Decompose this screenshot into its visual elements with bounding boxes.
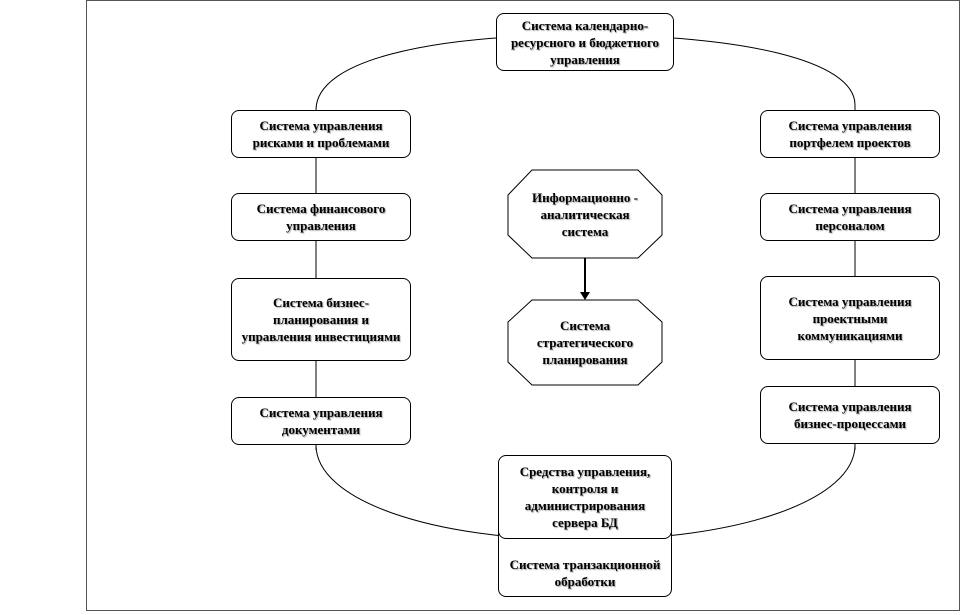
node-information-analytics: Информационно - аналитическая система [508,170,662,258]
node-db-server-admin-label: Средства управления, контроля и админист… [519,464,651,530]
node-project-communications-label: Система управления проектными коммуникац… [788,293,912,343]
node-db-server-admin: Средства управления, контроля и админист… [498,455,672,539]
node-project-portfolio: Система управления портфелем проектов [760,110,940,158]
diagram-frame [86,0,960,611]
node-calendar-resource-budget-label: Система календарно-ресурсного и бюджетно… [510,17,660,67]
node-document-management: Система управления документами [231,397,411,445]
node-risks-problems-label: Система управления рисками и проблемами [252,118,390,150]
node-transaction-processing-label: Система транзакционной обработки [509,557,661,589]
node-business-processes: Система управления бизнес-процессами [760,386,940,444]
node-financial-management: Система финансового управления [231,193,411,241]
octagon-analytics [507,169,663,259]
node-project-communications: Система управления проектными коммуникац… [760,276,940,360]
node-document-management-label: Система управления документами [259,405,383,437]
node-project-portfolio-label: Система управления портфелем проектов [788,118,912,150]
node-risks-problems: Система управления рисками и проблемами [231,110,411,158]
node-business-planning-label: Система бизнес-планирования и управления… [241,295,401,344]
node-business-processes-label: Система управления бизнес-процессами [788,399,912,431]
node-personnel-label: Система управления персоналом [788,201,912,233]
node-financial-management-label: Система финансового управления [256,201,386,233]
node-calendar-resource-budget: Система календарно-ресурсного и бюджетно… [496,13,674,71]
node-strategic-planning: Система стратегического планирования [508,300,662,385]
center-arrow-head [580,292,590,300]
node-strategic-planning-label: Система стратегического планирования [536,318,634,367]
node-personnel: Система управления персоналом [760,193,940,241]
node-business-planning: Система бизнес-планирования и управления… [231,278,411,361]
node-information-analytics-label: Информационно - аналитическая система [532,189,638,239]
octagon-strategy [507,299,663,386]
